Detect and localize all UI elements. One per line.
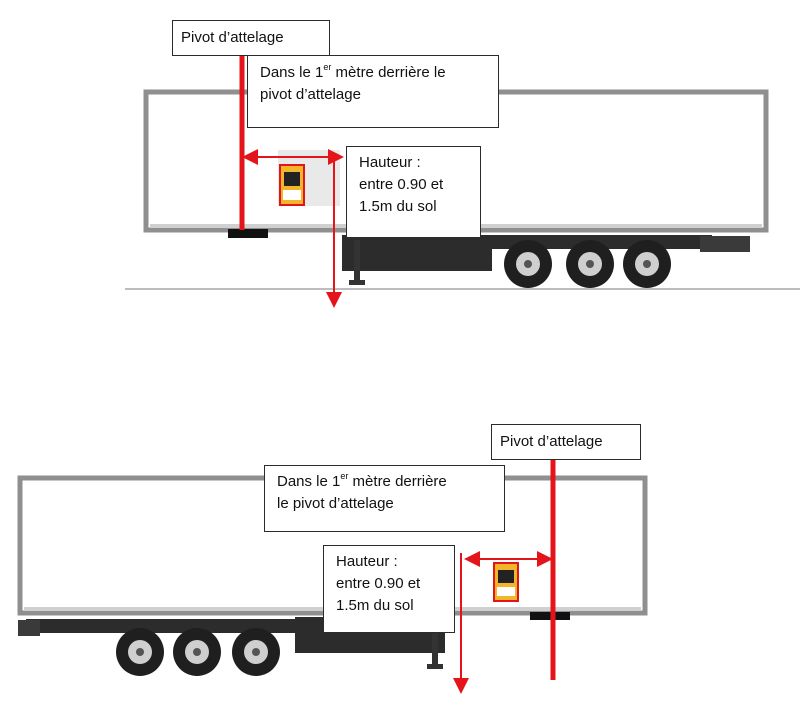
top-sticker-icon	[279, 164, 305, 206]
top-distance-label: Dans le 1er mètre derrière le pivot d’at…	[247, 55, 499, 128]
bottom-distance-line2: le pivot d’attelage	[277, 495, 394, 512]
top-height-label: Hauteur : entre 0.90 et 1.5m du sol	[346, 146, 481, 238]
top-height-line3: 1.5m du sol	[359, 198, 437, 215]
top-rear-bumper	[700, 236, 750, 252]
bottom-landing-gear-foot	[427, 664, 443, 669]
bottom-height-line2: entre 0.90 et	[336, 575, 421, 592]
bottom-wheel-1	[116, 628, 164, 676]
top-landing-gear-foot	[349, 280, 365, 285]
top-wheel-3	[623, 240, 671, 288]
bottom-sticker-icon	[493, 562, 519, 602]
bottom-height-line1: Hauteur :	[336, 553, 398, 570]
bottom-rear-bumper	[18, 620, 40, 636]
bottom-distance-label: Dans le 1er mètre derrière le pivot d’at…	[264, 465, 505, 532]
top-wheel-1	[504, 240, 552, 288]
bottom-distance-line1: Dans le 1er mètre derrière	[277, 471, 447, 491]
bottom-wheel-3	[232, 628, 280, 676]
top-chassis-box	[342, 235, 492, 271]
bottom-height-label: Hauteur : entre 0.90 et 1.5m du sol	[323, 545, 455, 633]
top-kingpin-plate	[228, 229, 268, 238]
top-distance-line1: Dans le 1er mètre derrière le	[260, 62, 446, 82]
bottom-pivot-label-text: Pivot d’attelage	[500, 433, 603, 450]
bottom-wheel-2	[173, 628, 221, 676]
top-height-line2: entre 0.90 et	[359, 176, 444, 193]
top-distance-line2: pivot d’attelage	[260, 86, 361, 103]
bottom-landing-gear	[432, 622, 438, 666]
bottom-chassis-beam	[26, 619, 306, 633]
top-pivot-label: Pivot d’attelage	[172, 20, 330, 56]
bottom-markings	[453, 455, 556, 694]
bottom-pivot-label: Pivot d’attelage	[491, 424, 641, 460]
top-pivot-label-text: Pivot d’attelage	[181, 29, 284, 46]
top-wheel-2	[566, 240, 614, 288]
top-landing-gear	[354, 240, 360, 282]
bottom-height-line3: 1.5m du sol	[336, 597, 414, 614]
bottom-kingpin-plate	[530, 612, 570, 620]
top-height-line1: Hauteur :	[359, 154, 421, 171]
top-markings	[239, 50, 344, 308]
